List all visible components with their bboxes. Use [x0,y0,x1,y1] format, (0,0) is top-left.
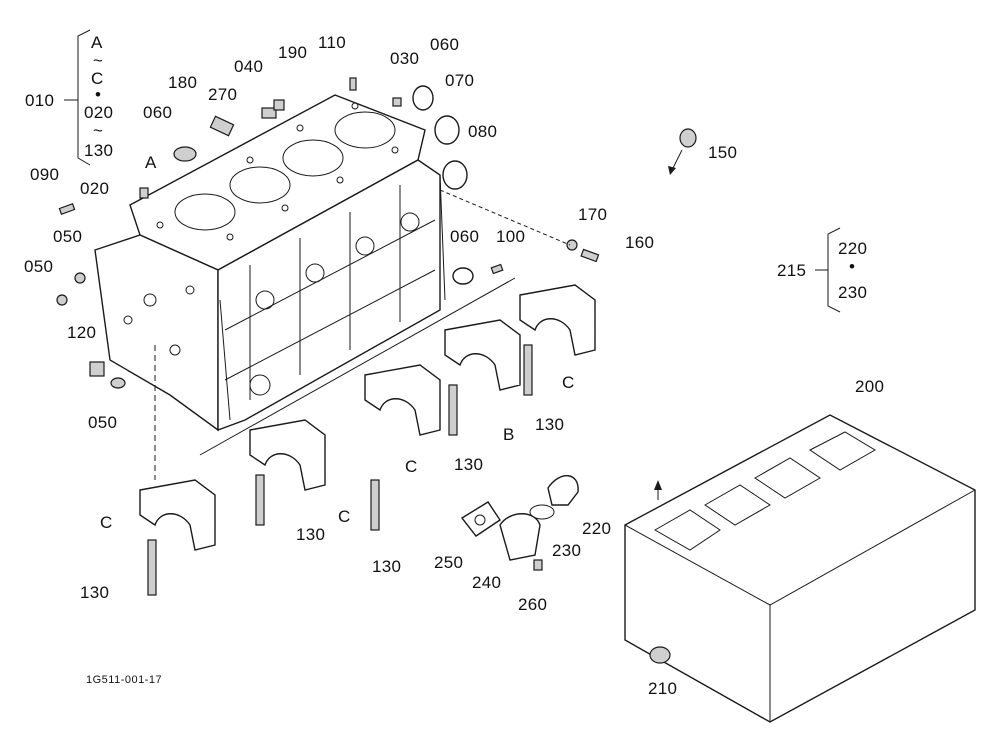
callout-040: 040 [234,57,264,76]
ref-letter-c-4: C [100,513,113,532]
callout-170: 170 [578,205,608,224]
callout-020: 020 [80,179,110,198]
callout-100: 100 [496,227,526,246]
callout-090: 090 [30,165,60,184]
group-215-line-2: • [849,257,856,276]
group-010-line-4: • [95,85,102,104]
group-215-line-1: 220 [838,239,868,258]
group-010-line-5: 020 [84,103,114,122]
callout-050-b: 050 [24,257,54,276]
group-010-line-7: 130 [84,141,114,160]
bearing-caps-drawing [139,284,596,596]
callout-230: 230 [552,541,582,560]
cylinder-block-drawing [94,94,516,456]
callout-060-c: 060 [450,227,480,246]
group-010-line-2: ~ [93,51,104,70]
small-parts-drawing [56,77,697,389]
callout-130-b: 130 [454,455,484,474]
callout-160: 160 [625,233,655,252]
callout-130-d: 130 [372,557,402,576]
callout-130-a: 130 [535,415,565,434]
callout-060-b: 060 [430,35,460,54]
group-010-line-3: C [91,69,104,88]
callout-260: 260 [518,595,548,614]
callout-070: 070 [445,71,475,90]
callout-180: 180 [168,73,198,92]
group-010-line-1: A [91,33,103,52]
callout-050-c: 050 [88,413,118,432]
figure-code: 1G511-001-17 [86,674,163,686]
callout-010: 010 [25,91,55,110]
bearing-case-drawing [624,414,976,723]
ref-letter-c-1: C [562,373,575,392]
group-215-line-3: 230 [838,283,868,302]
thermostat-parts-drawing [460,475,579,571]
callout-250: 250 [434,553,464,572]
ref-letter-a: A [145,153,157,172]
callout-050-a: 050 [53,227,83,246]
callout-220: 220 [582,519,612,538]
group-010-line-6: ~ [93,121,104,140]
callout-120: 120 [67,323,97,342]
callout-190: 190 [278,43,308,62]
callout-030: 030 [390,49,420,68]
ref-letter-b: B [503,425,515,444]
group-215-bracket [815,227,841,313]
callout-110: 110 [318,33,347,52]
callout-130-e: 130 [80,583,110,602]
callout-200: 200 [855,377,885,396]
callout-210: 210 [648,679,678,698]
callout-150: 150 [708,143,738,162]
callout-240: 240 [472,573,502,592]
callout-270: 270 [208,85,238,104]
group-010-bracket [64,29,91,166]
callout-080: 080 [468,122,498,141]
ref-letter-c-3: C [338,507,351,526]
callout-215: 215 [777,261,807,280]
callout-060-a: 060 [143,103,173,122]
ref-letter-c-2: C [405,457,418,476]
callout-130-c: 130 [296,525,326,544]
